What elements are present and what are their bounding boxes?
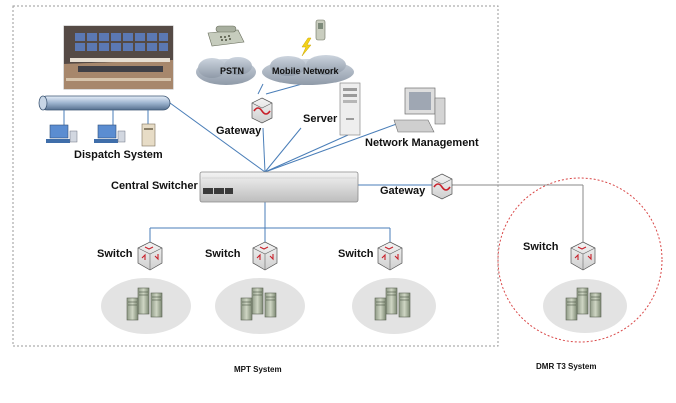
central-switcher-label: Central Switcher: [111, 180, 198, 192]
dispatch-bus: [38, 95, 171, 111]
dispatch-server-tower-icon: [141, 123, 156, 147]
server-label: Server: [303, 113, 338, 125]
network-management-label: Network Management: [365, 137, 479, 149]
switch-2-label: Switch: [205, 248, 241, 260]
gateway-right-label: Gateway: [380, 185, 426, 197]
switch-dmr-label: Switch: [523, 241, 559, 253]
dispatch-workstation-icon: [46, 124, 78, 143]
server-icon: [339, 82, 361, 136]
gateway-top-icon: [251, 97, 273, 124]
mobile-phone-icon: [315, 19, 326, 41]
mobile-network-cloud: [262, 55, 354, 85]
mpt-system-boundary: [12, 5, 499, 347]
gateway-right-icon: [431, 173, 453, 200]
switch-icon: [570, 241, 596, 271]
switch-icon: [377, 241, 403, 271]
mobile-network-label: Mobile Network: [272, 66, 339, 76]
telephone-icon: [207, 25, 245, 47]
switch-1-label: Switch: [97, 248, 133, 260]
gateway-to-dmr-link: [452, 184, 584, 242]
video-wall-image: [63, 25, 174, 90]
switch-3-label: Switch: [338, 248, 374, 260]
switch-icon: [252, 241, 278, 271]
network-management-pc-icon: [393, 87, 446, 133]
dispatch-workstation-icon: [94, 124, 126, 143]
dmr-system-boundary: [497, 177, 663, 343]
lightning-icon: [301, 37, 312, 57]
dispatch-system-label: Dispatch System: [74, 149, 163, 161]
mpt-system-label: MPT System: [234, 365, 282, 374]
network-links: [149, 83, 432, 242]
pstn-cloud: [196, 57, 256, 85]
pstn-label: PSTN: [220, 66, 245, 76]
central-switcher-icon: [199, 171, 359, 203]
switch-icon: [137, 241, 163, 271]
dmr-t3-system-label: DMR T3 System: [536, 362, 597, 371]
gateway-top-label: Gateway: [216, 125, 262, 137]
